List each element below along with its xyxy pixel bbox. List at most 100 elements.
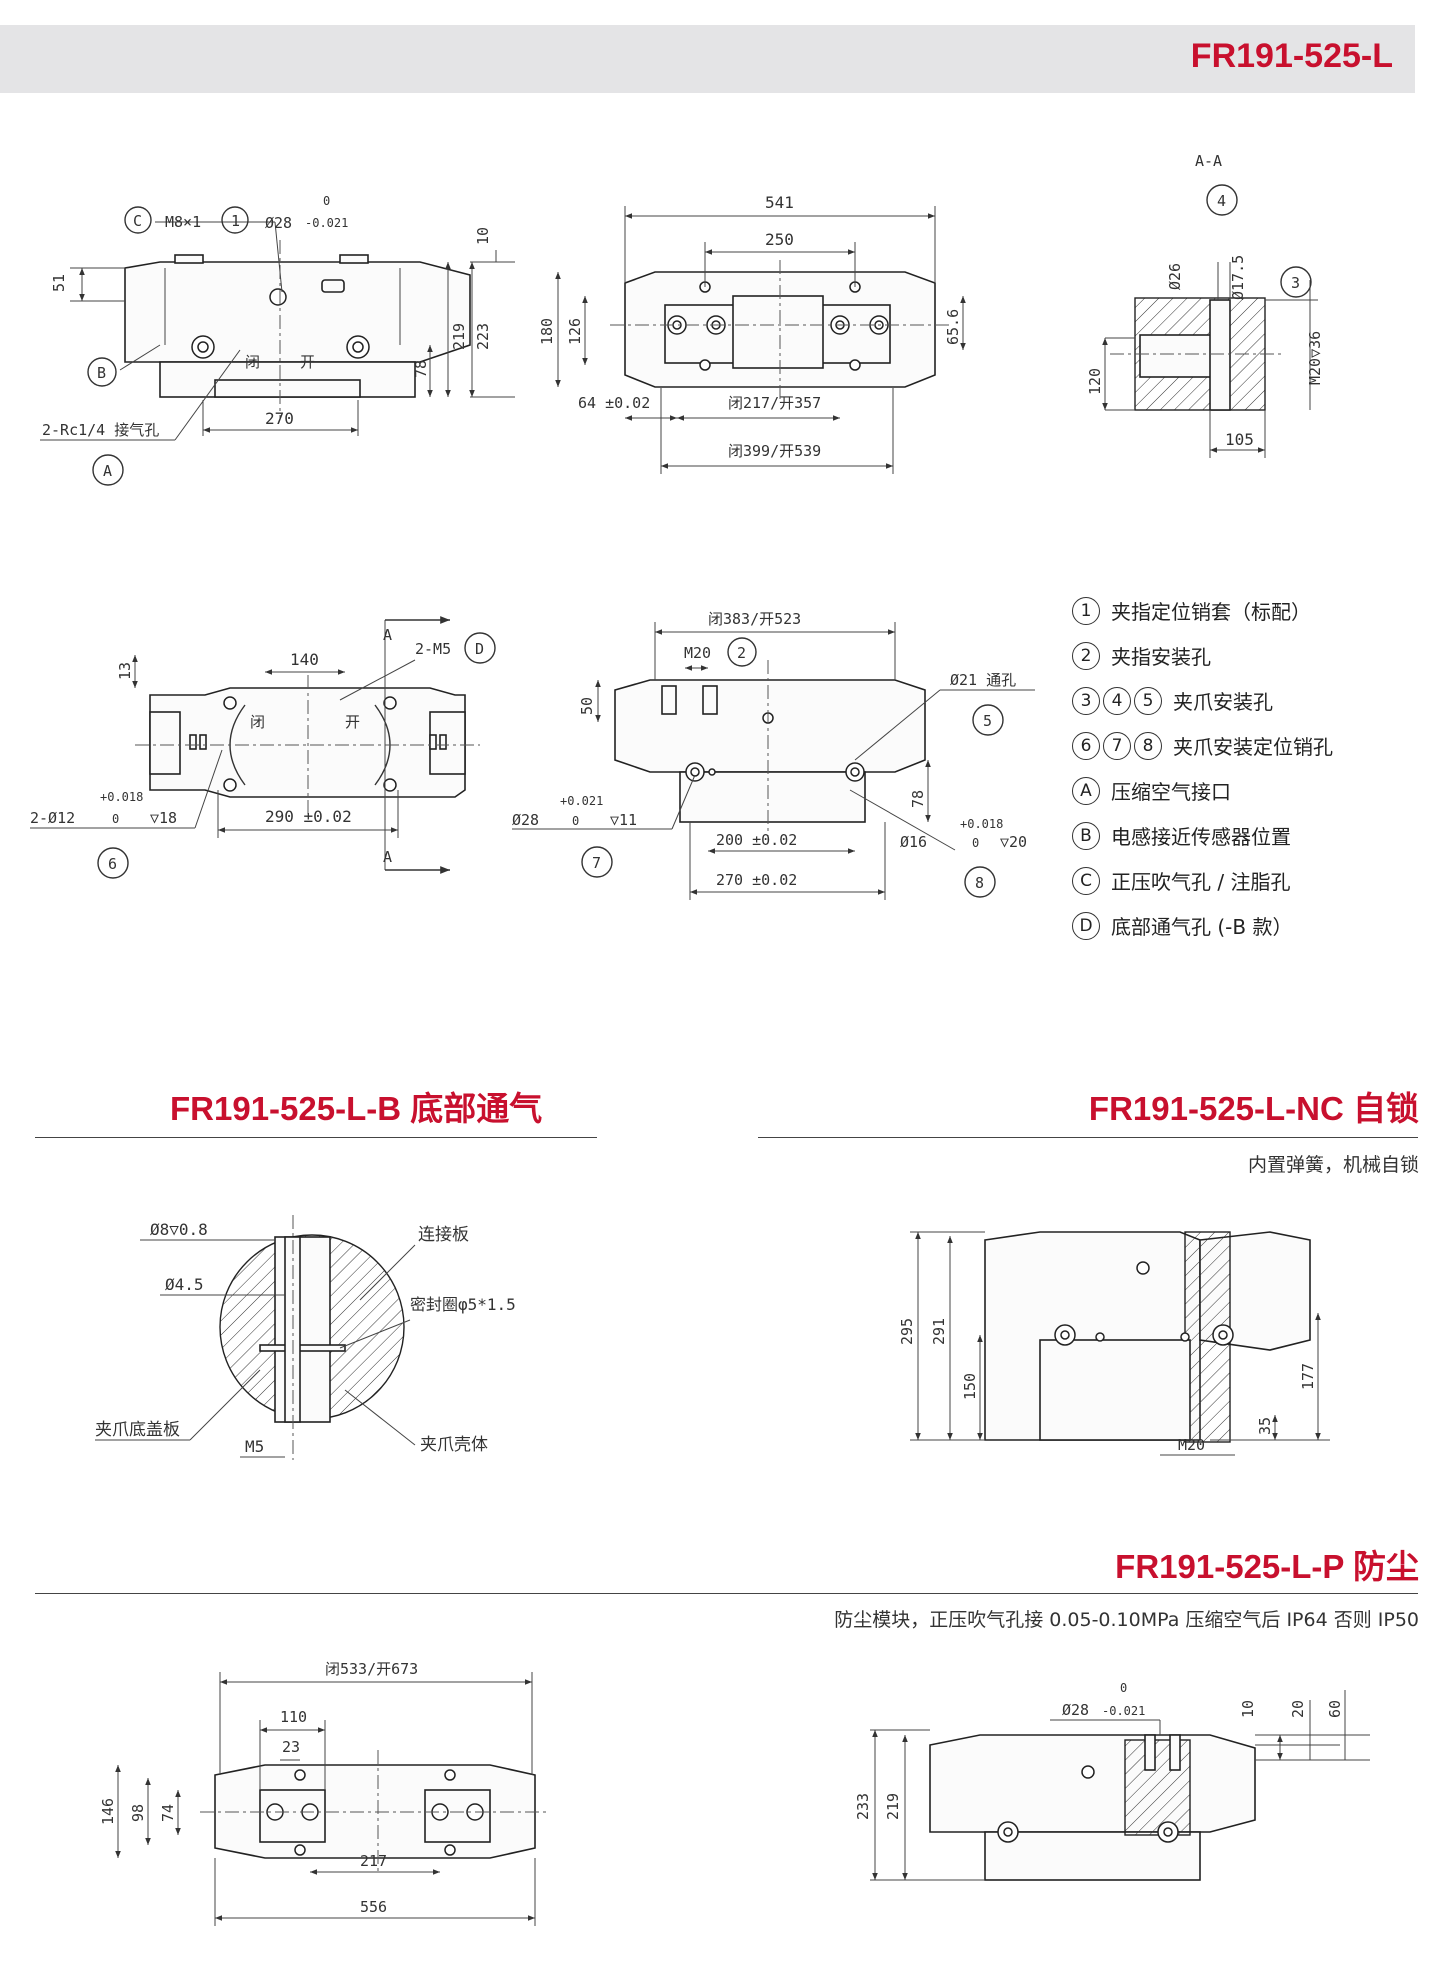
dim-m20: M20 <box>684 644 711 662</box>
dim-217-357: 闭217/开357 <box>728 394 821 412</box>
legend-item: A 压缩空气接口 <box>1072 768 1333 813</box>
dim-2-m5: 2-M5 <box>415 640 451 658</box>
dim-120: 120 <box>1086 368 1104 395</box>
legend-badge: 3 <box>1072 686 1100 715</box>
vent-m5: M5 <box>245 1437 264 1456</box>
dim-126: 126 <box>566 318 584 345</box>
section-b-rule <box>35 1137 597 1138</box>
p-side-dim-20: 20 <box>1289 1700 1307 1718</box>
plan-mark-closed: 闭 <box>250 713 265 731</box>
section-nc-title: FR191-525-L-NC 自锁 <box>1088 1090 1419 1127</box>
dim-541: 541 <box>765 193 794 212</box>
callout-d: D <box>475 640 484 658</box>
p-side-dim-60: 60 <box>1326 1700 1344 1718</box>
dim-10: 10 <box>474 227 492 245</box>
dim-140: 140 <box>290 650 319 669</box>
p-dim-23: 23 <box>282 1738 300 1756</box>
legend-badge: C <box>1072 866 1100 895</box>
view-side: 闭383/开523 M20 2 50 Ø21 通孔 5 78 200 ±0.02… <box>512 610 1035 900</box>
header-bar: FR191-525-L <box>0 25 1415 93</box>
callout-2: 2 <box>737 644 746 662</box>
vent-seal: 密封圈φ5*1.5 <box>410 1295 516 1314</box>
legend-label: 底部通气孔 (-B 款） <box>1111 915 1293 939</box>
callout-3: 3 <box>1291 274 1300 292</box>
dim-105: 105 <box>1225 430 1254 449</box>
dim-50: 50 <box>578 697 596 715</box>
dim-78: 78 <box>412 360 430 378</box>
callout-4: 4 <box>1217 192 1226 210</box>
legend-item: 1 夹指定位销套（标配） <box>1072 588 1333 633</box>
dim-219: 219 <box>450 323 468 350</box>
p-tol-base: Ø28 <box>1062 1701 1089 1719</box>
legend-item: B 电感接近传感器位置 <box>1072 813 1333 858</box>
legend-label: 夹指安装孔 <box>1111 645 1211 669</box>
section-p-rule <box>35 1593 1418 1594</box>
dim-dia-21: Ø21 通孔 <box>950 671 1016 689</box>
legend-item: D 底部通气孔 (-B 款） <box>1072 903 1333 948</box>
dim-m20-36: M20▽36 <box>1306 331 1324 385</box>
p-side-dim-10: 10 <box>1239 1700 1257 1718</box>
legend-item: 6 7 8 夹爪安装定位销孔 <box>1072 723 1333 768</box>
detail-bottom-vent: Ø8▽0.8 Ø4.5 连接板 密封圈φ5*1.5 夹爪底盖板 M5 夹爪壳体 <box>95 1215 516 1460</box>
vent-connect-plate: 连接板 <box>418 1225 469 1245</box>
tol-base: Ø28 <box>265 214 292 232</box>
p-dim-556: 556 <box>360 1898 387 1916</box>
view-section-aa: A-A 4 3 Ø26 Ø17.5 M20▽36 120 105 <box>1086 152 1324 458</box>
tol-upper: 0 <box>323 194 330 208</box>
p-tol-lower: -0.021 <box>1102 1704 1145 1718</box>
callout-b: B <box>97 364 106 382</box>
dim-2-dia-12: 2-Ø12 <box>30 809 75 827</box>
thread-m8: M8×1 <box>165 213 201 231</box>
dim-180: 180 <box>538 318 556 345</box>
detail-dust-side: 10 20 60 233 219 Ø28 0 -0.021 <box>854 1681 1370 1881</box>
p-dim-146: 146 <box>99 1798 117 1825</box>
legend-label: 压缩空气接口 <box>1111 780 1231 804</box>
mark-closed: 闭 <box>245 353 260 371</box>
callout-1: 1 <box>231 212 240 230</box>
view-plan: 13 140 2-M5 D 290 ±0.02 2-Ø12 +0.018 0 ▽… <box>30 616 496 879</box>
dim-270-side: 270 ±0.02 <box>716 871 797 889</box>
vent-dia-8: Ø8▽0.8 <box>150 1220 208 1239</box>
section-p-subtitle: 防尘模块，正压吹气孔接 0.05-0.10MPa 压缩空气后 IP64 否则 I… <box>834 1609 1419 1631</box>
p-side-dim-233: 233 <box>854 1793 872 1820</box>
p-dim-533-673: 闭533/开673 <box>325 1660 418 1678</box>
dim-depth-11: ▽11 <box>610 811 637 829</box>
mark-open: 开 <box>300 353 315 371</box>
section-title: A-A <box>1195 152 1222 170</box>
vent-housing: 夹爪壳体 <box>420 1435 488 1455</box>
tol-plan-upper: +0.018 <box>100 790 143 804</box>
nc-dim-295: 295 <box>898 1318 916 1345</box>
p-dim-110: 110 <box>280 1708 307 1726</box>
p-dim-98: 98 <box>129 1804 147 1822</box>
legend: 1 夹指定位销套（标配） 2 夹指安装孔 3 4 5 夹爪安装孔 6 7 8 夹… <box>1072 588 1333 948</box>
legend-badge: D <box>1072 911 1100 940</box>
section-nc-subtitle: 内置弹簧，机械自锁 <box>1247 1154 1419 1176</box>
dim-290: 290 ±0.02 <box>265 807 352 826</box>
dim-64: 64 ±0.02 <box>578 394 650 412</box>
model-title: FR191-525-L <box>1190 37 1393 75</box>
legend-badge: 7 <box>1103 731 1131 760</box>
legend-label: 夹爪安装孔 <box>1173 690 1273 714</box>
p-tol-upper: 0 <box>1120 1681 1127 1695</box>
detail-dust-plan: 闭533/开673 110 23 146 98 74 217 556 <box>99 1660 550 1926</box>
section-nc-rule <box>758 1137 1418 1138</box>
tol-plan-lower: 0 <box>112 812 119 826</box>
dim-399-539: 闭399/开539 <box>728 442 821 460</box>
port-note: 2-Rc1/4 接气孔 <box>42 421 159 439</box>
nc-dim-35: 35 <box>1256 1417 1274 1435</box>
section-b-title: FR191-525-L-B 底部通气 <box>170 1090 543 1127</box>
legend-badge: 2 <box>1072 641 1100 670</box>
nc-dim-291: 291 <box>930 1318 948 1345</box>
callout-c: C <box>133 212 142 230</box>
legend-label: 电感接近传感器位置 <box>1111 825 1291 849</box>
vent-dia-4-5: Ø4.5 <box>165 1275 204 1294</box>
legend-label: 正压吹气孔 / 注脂孔 <box>1111 870 1291 894</box>
callout-7: 7 <box>592 854 601 872</box>
callout-6: 6 <box>108 855 117 873</box>
nc-dim-150: 150 <box>961 1373 979 1400</box>
dim-78-side: 78 <box>909 790 927 808</box>
tol-side-lower-1: 0 <box>572 814 579 828</box>
legend-badge: 8 <box>1134 731 1162 760</box>
legend-badge: 1 <box>1072 596 1100 625</box>
dim-dia-16: Ø16 <box>900 833 927 851</box>
